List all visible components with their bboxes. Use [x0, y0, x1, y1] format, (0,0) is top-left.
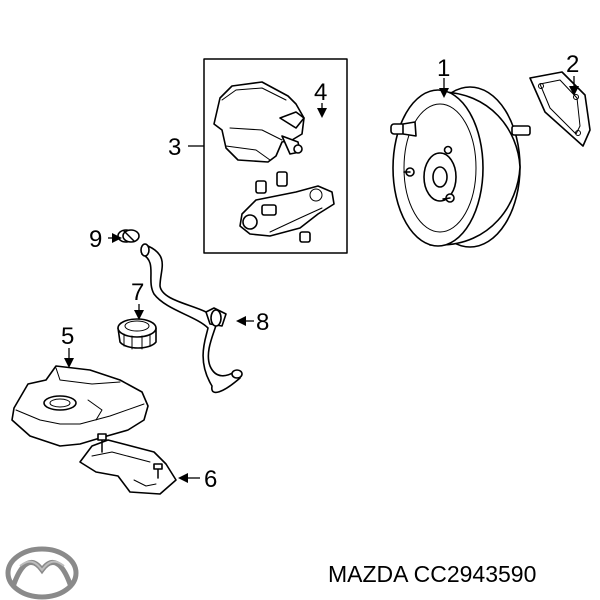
callout-5: 5: [61, 323, 74, 350]
gasket-part-2: [529, 71, 591, 147]
hose-clamp-part-9: [117, 229, 140, 243]
callout-6: 6: [204, 466, 217, 493]
cap-part-7: [117, 318, 157, 350]
part-number: MAZDA CC2943590: [328, 561, 536, 587]
callout-9: 9: [89, 226, 102, 253]
brake-booster-part-1: [390, 86, 531, 248]
callout-2: 2: [566, 51, 579, 78]
master-cylinder-kit-part-3: [203, 58, 348, 254]
hose-part-8: [140, 243, 243, 394]
callout-1: 1: [437, 55, 450, 82]
leader-lines: [64, 76, 579, 483]
callout-4: 4: [314, 79, 327, 106]
callout-3: 3: [168, 134, 181, 161]
callout-8: 8: [256, 309, 269, 336]
mazda-logo-icon: [5, 546, 79, 600]
callout-7: 7: [131, 279, 144, 306]
bracket-part-6: [79, 433, 177, 495]
reservoir-tank-part-5: [11, 365, 149, 447]
reservoir-part-4: [213, 81, 305, 163]
